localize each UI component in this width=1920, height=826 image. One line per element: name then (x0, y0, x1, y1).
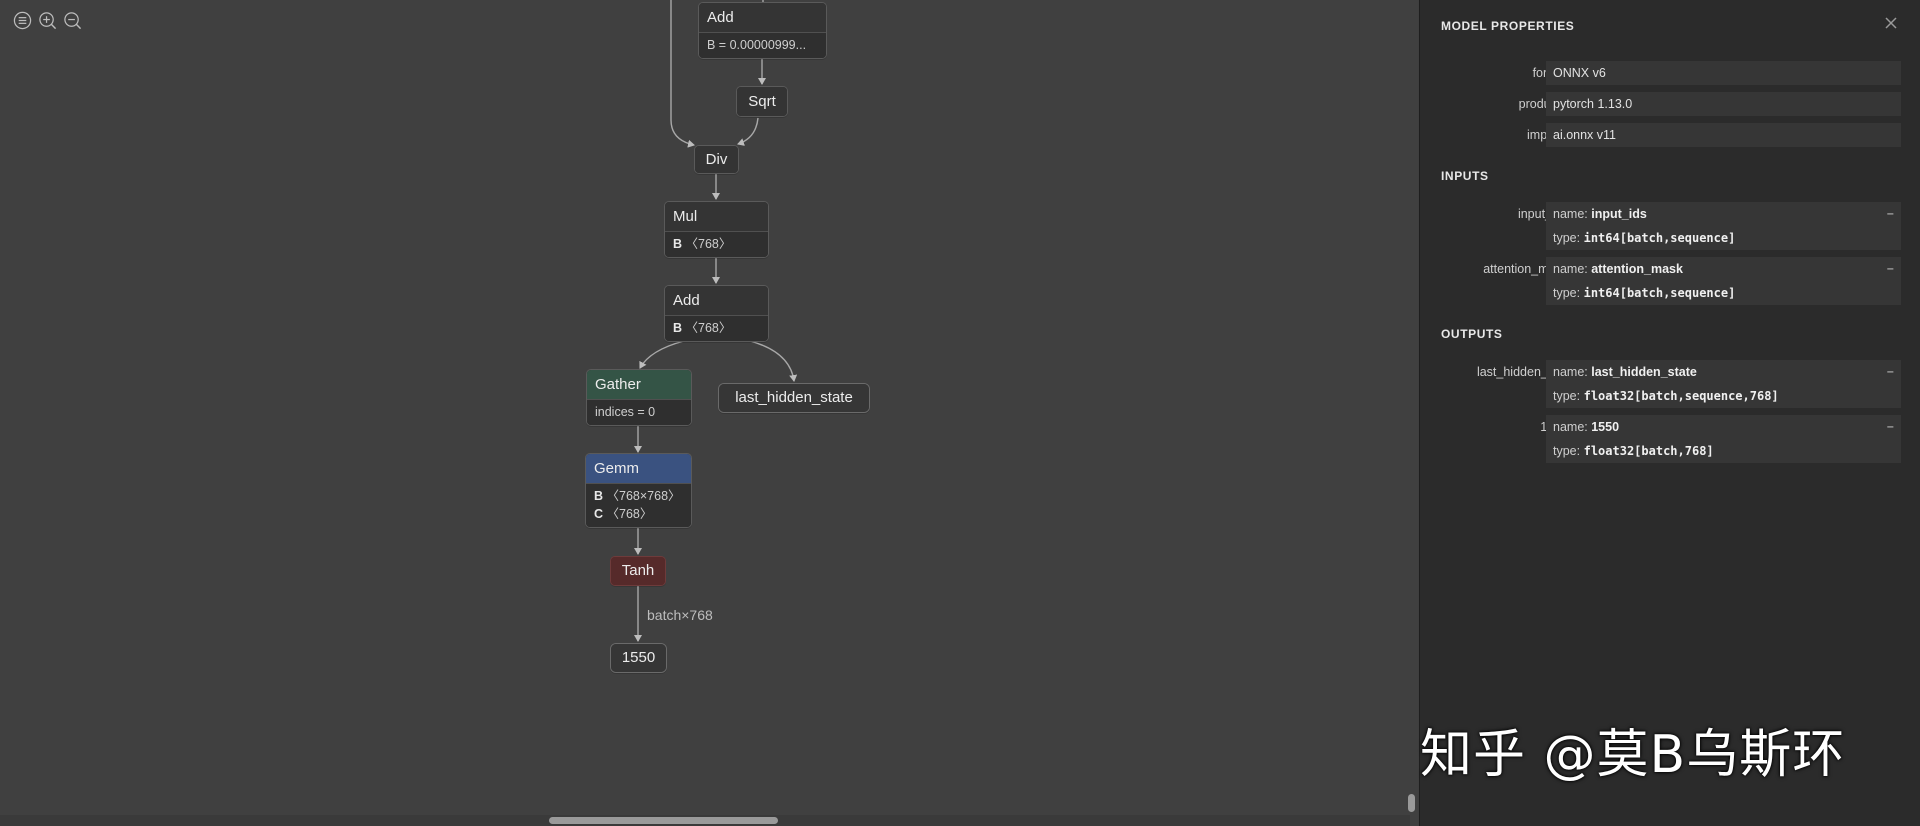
input-type: int64[batch,sequence] (1583, 286, 1736, 300)
input-name: attention_mask (1591, 262, 1683, 276)
vertical-scrollbar-thumb[interactable] (1408, 794, 1415, 812)
node-op-label: Tanh (611, 557, 665, 585)
output-label: last_hidden_st... (1476, 365, 1568, 379)
sidebar-title: MODEL PROPERTIES (1441, 19, 1575, 33)
node-div[interactable]: Div (694, 145, 739, 174)
node-add[interactable]: Add B 〈768〉 (664, 285, 769, 342)
output-name-line: name: last_hidden_state − (1553, 360, 1901, 384)
node-tanh[interactable]: Tanh (610, 556, 666, 586)
node-op-label: Sqrt (737, 87, 787, 116)
sidebar-toggle-icon[interactable] (12, 10, 33, 31)
attr-value: 〈768〉 (685, 321, 732, 335)
graph-edges (634, 0, 798, 642)
name-key: name: (1553, 262, 1588, 276)
type-key: type: (1553, 389, 1581, 403)
node-attribute: B = 0.00000999... (699, 32, 826, 58)
output-type-line: type: float32[batch,sequence,768] (1553, 384, 1901, 408)
watermark-text: 知乎 @莫B乌斯环 (1420, 725, 1846, 785)
output-type: float32[batch,768] (1583, 444, 1714, 458)
input-details: name: attention_mask − type: int64[batch,… (1546, 257, 1901, 305)
output-name-line: name: 1550 − (1553, 415, 1901, 439)
node-op-label: Add (665, 286, 768, 315)
attr-key: B (673, 321, 683, 335)
type-key: type: (1553, 286, 1581, 300)
node-attribute: B 〈768〉 (665, 231, 768, 257)
node-gather[interactable]: Gather indices = 0 (586, 369, 692, 426)
inputs-section-title: INPUTS (1441, 169, 1489, 183)
output-type: float32[batch,sequence,768] (1583, 389, 1779, 403)
node-op-label: Mul (665, 202, 768, 231)
edge-left-into-div (670, 0, 695, 148)
graph-toolbar (12, 10, 83, 31)
node-op-label: Gather (587, 370, 691, 399)
edge-sqrt-to-div (737, 117, 759, 146)
node-sqrt[interactable]: Sqrt (736, 86, 788, 117)
edge-add-to-gather (639, 340, 685, 369)
property-value: ai.onnx v11 (1546, 123, 1901, 147)
node-output-label: last_hidden_state (719, 384, 869, 412)
model-properties-sidebar: MODEL PROPERTIES format ONNX v6 producer… (1419, 0, 1920, 826)
property-value: pytorch 1.13.0 (1546, 92, 1901, 116)
horizontal-scrollbar[interactable] (0, 815, 1410, 826)
input-name-line: name: attention_mask − (1553, 257, 1901, 281)
type-key: type: (1553, 231, 1581, 245)
node-gemm[interactable]: Gemm B 〈768×768〉 C 〈768〉 (585, 453, 692, 528)
node-op-label: Div (695, 146, 738, 173)
node-op-label: Add (699, 3, 826, 32)
outputs-section-title: OUTPUTS (1441, 327, 1503, 341)
input-type: int64[batch,sequence] (1583, 231, 1736, 245)
zoom-out-icon[interactable] (62, 10, 83, 31)
horizontal-scrollbar-thumb[interactable] (549, 817, 778, 824)
input-type-line: type: int64[batch,sequence] (1553, 226, 1901, 250)
collapse-toggle[interactable]: − (1886, 420, 1894, 434)
node-attributes: B 〈768×768〉 C 〈768〉 (586, 483, 691, 527)
output-type-line: type: float32[batch,768] (1553, 439, 1901, 463)
input-name-line: name: input_ids − (1553, 202, 1901, 226)
attr-key: B (594, 489, 604, 503)
edge-add-to-output (749, 340, 798, 382)
name-key: name: (1553, 207, 1588, 221)
node-attribute: B 〈768〉 (665, 315, 768, 341)
input-details: name: input_ids − type: int64[batch,seque… (1546, 202, 1901, 250)
type-key: type: (1553, 444, 1581, 458)
node-attribute: indices = 0 (587, 399, 691, 425)
node-output-1550[interactable]: 1550 (610, 643, 667, 673)
node-attribute: B 〈768×768〉 (594, 487, 683, 505)
node-output-label: 1550 (611, 644, 666, 672)
output-details: name: last_hidden_state − type: float32[b… (1546, 360, 1901, 408)
attr-value: 〈768〉 (606, 507, 653, 521)
input-type-line: type: int64[batch,sequence] (1553, 281, 1901, 305)
edge-shape-label: batch×768 (647, 607, 713, 623)
output-name: 1550 (1591, 420, 1620, 434)
input-name: input_ids (1591, 207, 1647, 221)
attr-value: 〈768×768〉 (606, 489, 681, 503)
close-icon[interactable] (1882, 14, 1900, 32)
output-name: last_hidden_state (1591, 365, 1697, 379)
collapse-toggle[interactable]: − (1886, 262, 1894, 276)
node-add-epsilon[interactable]: Add B = 0.00000999... (698, 2, 827, 59)
name-key: name: (1553, 420, 1588, 434)
output-details: name: 1550 − type: float32[batch,768] (1546, 415, 1901, 463)
collapse-toggle[interactable]: − (1886, 365, 1894, 379)
node-attribute: C 〈768〉 (594, 505, 683, 523)
attr-key: B (673, 237, 683, 251)
zoom-in-icon[interactable] (37, 10, 58, 31)
node-op-label: Gemm (586, 454, 691, 483)
graph-canvas[interactable]: Add B = 0.00000999... Sqrt Div Mul B 〈76… (0, 0, 1418, 826)
attr-key: C (594, 507, 604, 521)
attr-value: 〈768〉 (685, 237, 732, 251)
collapse-toggle[interactable]: − (1886, 207, 1894, 221)
node-output-last-hidden-state[interactable]: last_hidden_state (718, 383, 870, 413)
property-value: ONNX v6 (1546, 61, 1901, 85)
name-key: name: (1553, 365, 1588, 379)
node-mul[interactable]: Mul B 〈768〉 (664, 201, 769, 258)
